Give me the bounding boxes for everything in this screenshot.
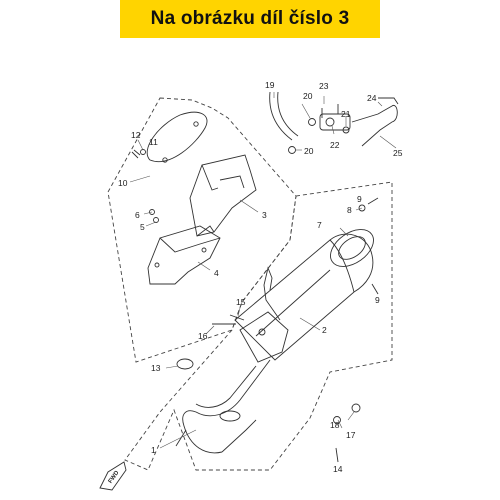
clip-20b (288, 146, 296, 154)
nut-17 (333, 416, 341, 424)
callout-6: 6 (135, 210, 140, 220)
callout-19: 19 (265, 80, 275, 90)
screw-22 (321, 104, 339, 118)
callout-15: 15 (236, 297, 246, 307)
air-valve-21 (319, 113, 351, 131)
muffler-group-outline (124, 181, 393, 471)
bolt-9a (367, 197, 379, 205)
title-banner: Na obrázku díl číslo 3 (120, 0, 380, 38)
callout-10: 10 (118, 178, 128, 188)
callout-9a: 9 (357, 194, 362, 204)
callout-17: 17 (346, 430, 356, 440)
air-pipe-23 (351, 97, 399, 147)
callout-3: 3 (262, 210, 267, 220)
bolt-12 (131, 149, 141, 159)
bolt-14 (335, 447, 339, 463)
bolt-8 (358, 204, 366, 212)
callout-4: 4 (214, 268, 219, 278)
callout-8: 8 (347, 205, 352, 215)
bolt-9b (371, 283, 379, 295)
heat-shield-group-outline (107, 97, 297, 363)
callout-11: 11 (149, 137, 158, 147)
bolt-11 (140, 149, 146, 155)
callout-24: 21 (341, 109, 351, 119)
callout-20a: 20 (303, 91, 313, 101)
callout-2: 2 (322, 325, 327, 335)
callout-5: 5 (140, 222, 145, 232)
washer-18 (351, 403, 361, 413)
muffler-end-cap (330, 229, 374, 267)
callout-12: 12 (131, 130, 141, 140)
exhaust-pipe (175, 359, 271, 454)
callout-23: 24 (367, 93, 377, 103)
callout-20b: 20 (304, 146, 314, 156)
callout-1: 1 (151, 445, 156, 455)
bolt-15 (229, 314, 245, 321)
muffler-body (234, 233, 374, 361)
callout-21: 22 (330, 140, 340, 150)
callout-18: 18 (330, 420, 340, 430)
callout-14: 14 (333, 464, 343, 474)
gasket-13 (176, 358, 194, 370)
fwd-arrow-icon: FWD (99, 461, 127, 491)
bolt-5 (153, 217, 159, 223)
bolt-6 (149, 209, 155, 215)
mounting-bracket (239, 311, 289, 363)
heat-shield-upper (189, 154, 257, 237)
page-title: Na obrázku díl číslo 3 (150, 8, 350, 29)
gasket-24 (342, 126, 350, 134)
callout-9b: 9 (375, 295, 380, 305)
callout-7: 7 (317, 220, 322, 230)
protector-plate (146, 111, 208, 163)
bracket-rod (263, 266, 281, 321)
heat-shield-lower (147, 225, 221, 285)
air-hose-19 (269, 91, 299, 141)
clip-20a (308, 118, 316, 126)
callout-22: 23 (319, 81, 329, 91)
callout-25: 25 (393, 148, 403, 158)
callout-16: 16 (198, 331, 208, 341)
callout-13: 13 (151, 363, 161, 373)
